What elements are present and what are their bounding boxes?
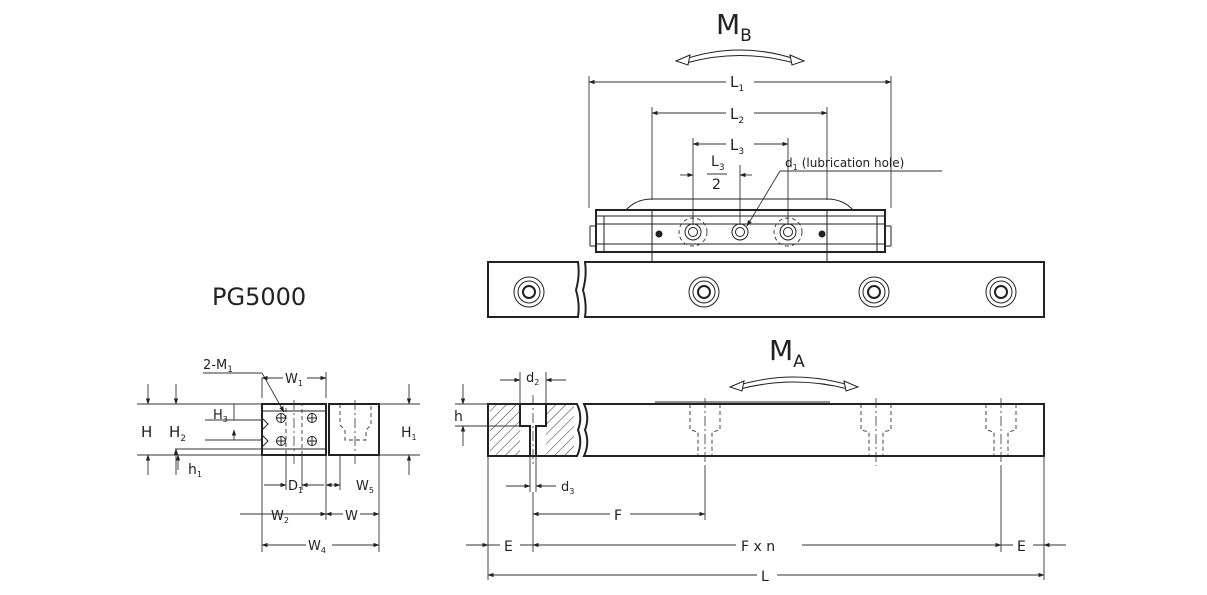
w4-label: W4 [308, 539, 326, 555]
d2-label: d2 [526, 371, 539, 387]
m1-label: 2-M1 [203, 358, 233, 375]
rail-bolt-icon [513, 276, 545, 308]
rail-top [487, 261, 1045, 318]
hidden-bolt-hole [689, 398, 721, 466]
end-view: 2-M1 W1 [137, 358, 420, 555]
mount-hole-icon [773, 217, 803, 247]
rail-bolt-icon [688, 276, 720, 308]
end-block [261, 403, 327, 456]
dim-l2: L2 [651, 104, 828, 200]
h2-label: H2 [169, 423, 186, 444]
l1-label: L1 [730, 73, 744, 94]
w2-label: W2 [271, 509, 289, 525]
d1-label: d1(lubrication hole) [785, 156, 904, 172]
mount-hole-icon [678, 217, 708, 247]
w5-label: W5 [356, 479, 374, 495]
e-right-label: E [1017, 539, 1026, 555]
h1-label: H1 [401, 425, 417, 442]
slider-block [589, 198, 892, 262]
side-hole-icon [818, 230, 826, 238]
dim-d1-lubrication: d1(lubrication hole) [746, 156, 942, 227]
rail-bolt-icon [985, 276, 1017, 308]
e-left-label: E [504, 539, 513, 555]
lubrication-hole-icon [731, 223, 749, 241]
hidden-bolt-hole [860, 398, 892, 466]
f-label: F [614, 508, 622, 524]
d1-label: D1 [288, 479, 303, 495]
moment-ma-arrow [728, 376, 860, 392]
l3-half-numerator: L3 [711, 154, 725, 173]
l3-half-denominator: 2 [712, 177, 721, 193]
l3-label: L3 [730, 136, 744, 157]
l-label: L [761, 569, 769, 585]
w1-label: W1 [285, 372, 303, 388]
h-depth-label: h [454, 409, 463, 425]
d3-label: d3 [561, 480, 574, 496]
moment-mb-arrow [674, 49, 806, 66]
dim-l3-half: L3 2 [680, 154, 752, 225]
h1-small-label: h1 [188, 462, 202, 479]
hidden-bolt-hole [985, 398, 1017, 466]
rail-end-profile [328, 403, 380, 456]
h3-label: H3 [213, 408, 228, 424]
moment-mb-label: MB [716, 8, 752, 46]
fxn-label: F x n [741, 539, 775, 555]
model-title: PG5000 [212, 283, 306, 311]
l2-label: L2 [730, 105, 744, 126]
top-view: MB L1 L2 L3 [487, 8, 1045, 318]
dim-l3: L3 [692, 134, 789, 225]
dim-l1: L1 [588, 72, 892, 208]
side-hole-icon [655, 230, 663, 238]
h-label: H [141, 423, 152, 441]
w-label: W [345, 509, 358, 524]
moment-ma-label: MA [769, 334, 805, 372]
rail-side-view: MA [454, 334, 1066, 585]
rail-bolt-icon [858, 276, 890, 308]
